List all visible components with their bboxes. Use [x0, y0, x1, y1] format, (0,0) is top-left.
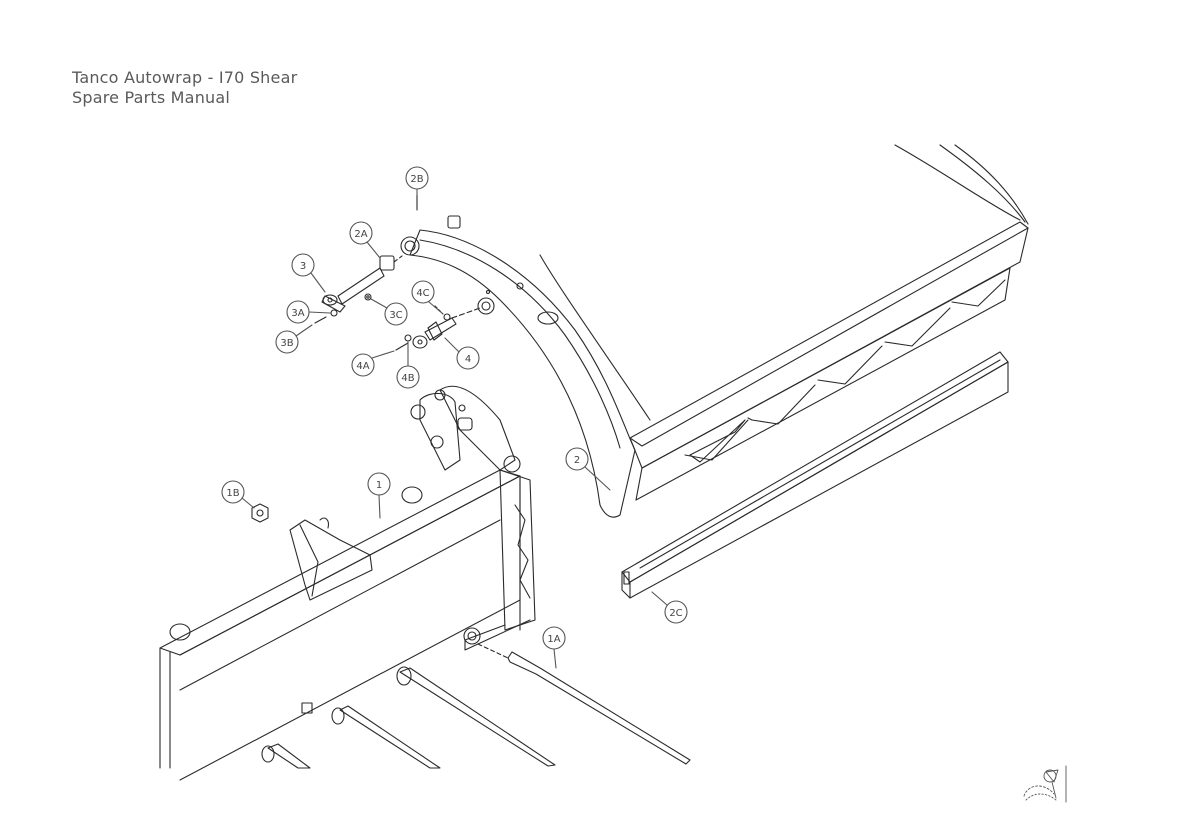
callout-3b: 3B [276, 325, 312, 353]
callout-1: 1 [368, 473, 390, 518]
svg-text:4A: 4A [356, 361, 369, 372]
svg-text:3: 3 [300, 261, 306, 272]
callout-4b: 4B [397, 342, 419, 388]
svg-text:3B: 3B [280, 338, 293, 349]
callout-3c: 3C [371, 299, 407, 325]
callout-4: 4 [445, 338, 479, 369]
tanco-logo-icon [1024, 766, 1066, 802]
callout-2: 2 [566, 448, 610, 490]
callout-1a: 1A [543, 627, 565, 668]
main-frame [160, 386, 690, 780]
shear-body [401, 145, 1028, 517]
callout-1b: 1B [222, 481, 254, 508]
svg-text:2: 2 [574, 455, 580, 466]
callout-markers: 2B 2A 3 3A 3B 3C 4C [222, 167, 687, 668]
svg-text:1B: 1B [226, 488, 239, 499]
svg-text:2A: 2A [354, 229, 367, 240]
callout-3: 3 [292, 254, 325, 292]
callout-4a: 4A [352, 351, 394, 376]
hardware-parts [315, 195, 480, 350]
svg-text:4C: 4C [416, 288, 429, 299]
svg-text:1A: 1A [547, 634, 560, 645]
svg-text:1: 1 [376, 480, 382, 491]
callout-2b: 2B [406, 167, 428, 195]
svg-text:2B: 2B [410, 174, 423, 185]
svg-text:4: 4 [465, 354, 471, 365]
svg-text:4B: 4B [401, 373, 414, 384]
svg-text:3A: 3A [291, 308, 304, 319]
callout-2c: 2C [652, 592, 687, 623]
callout-3a: 3A [287, 301, 330, 323]
svg-text:3C: 3C [389, 310, 402, 321]
callout-2a: 2A [350, 222, 380, 258]
wear-strip-2c [622, 352, 1008, 598]
svg-text:2C: 2C [669, 608, 682, 619]
